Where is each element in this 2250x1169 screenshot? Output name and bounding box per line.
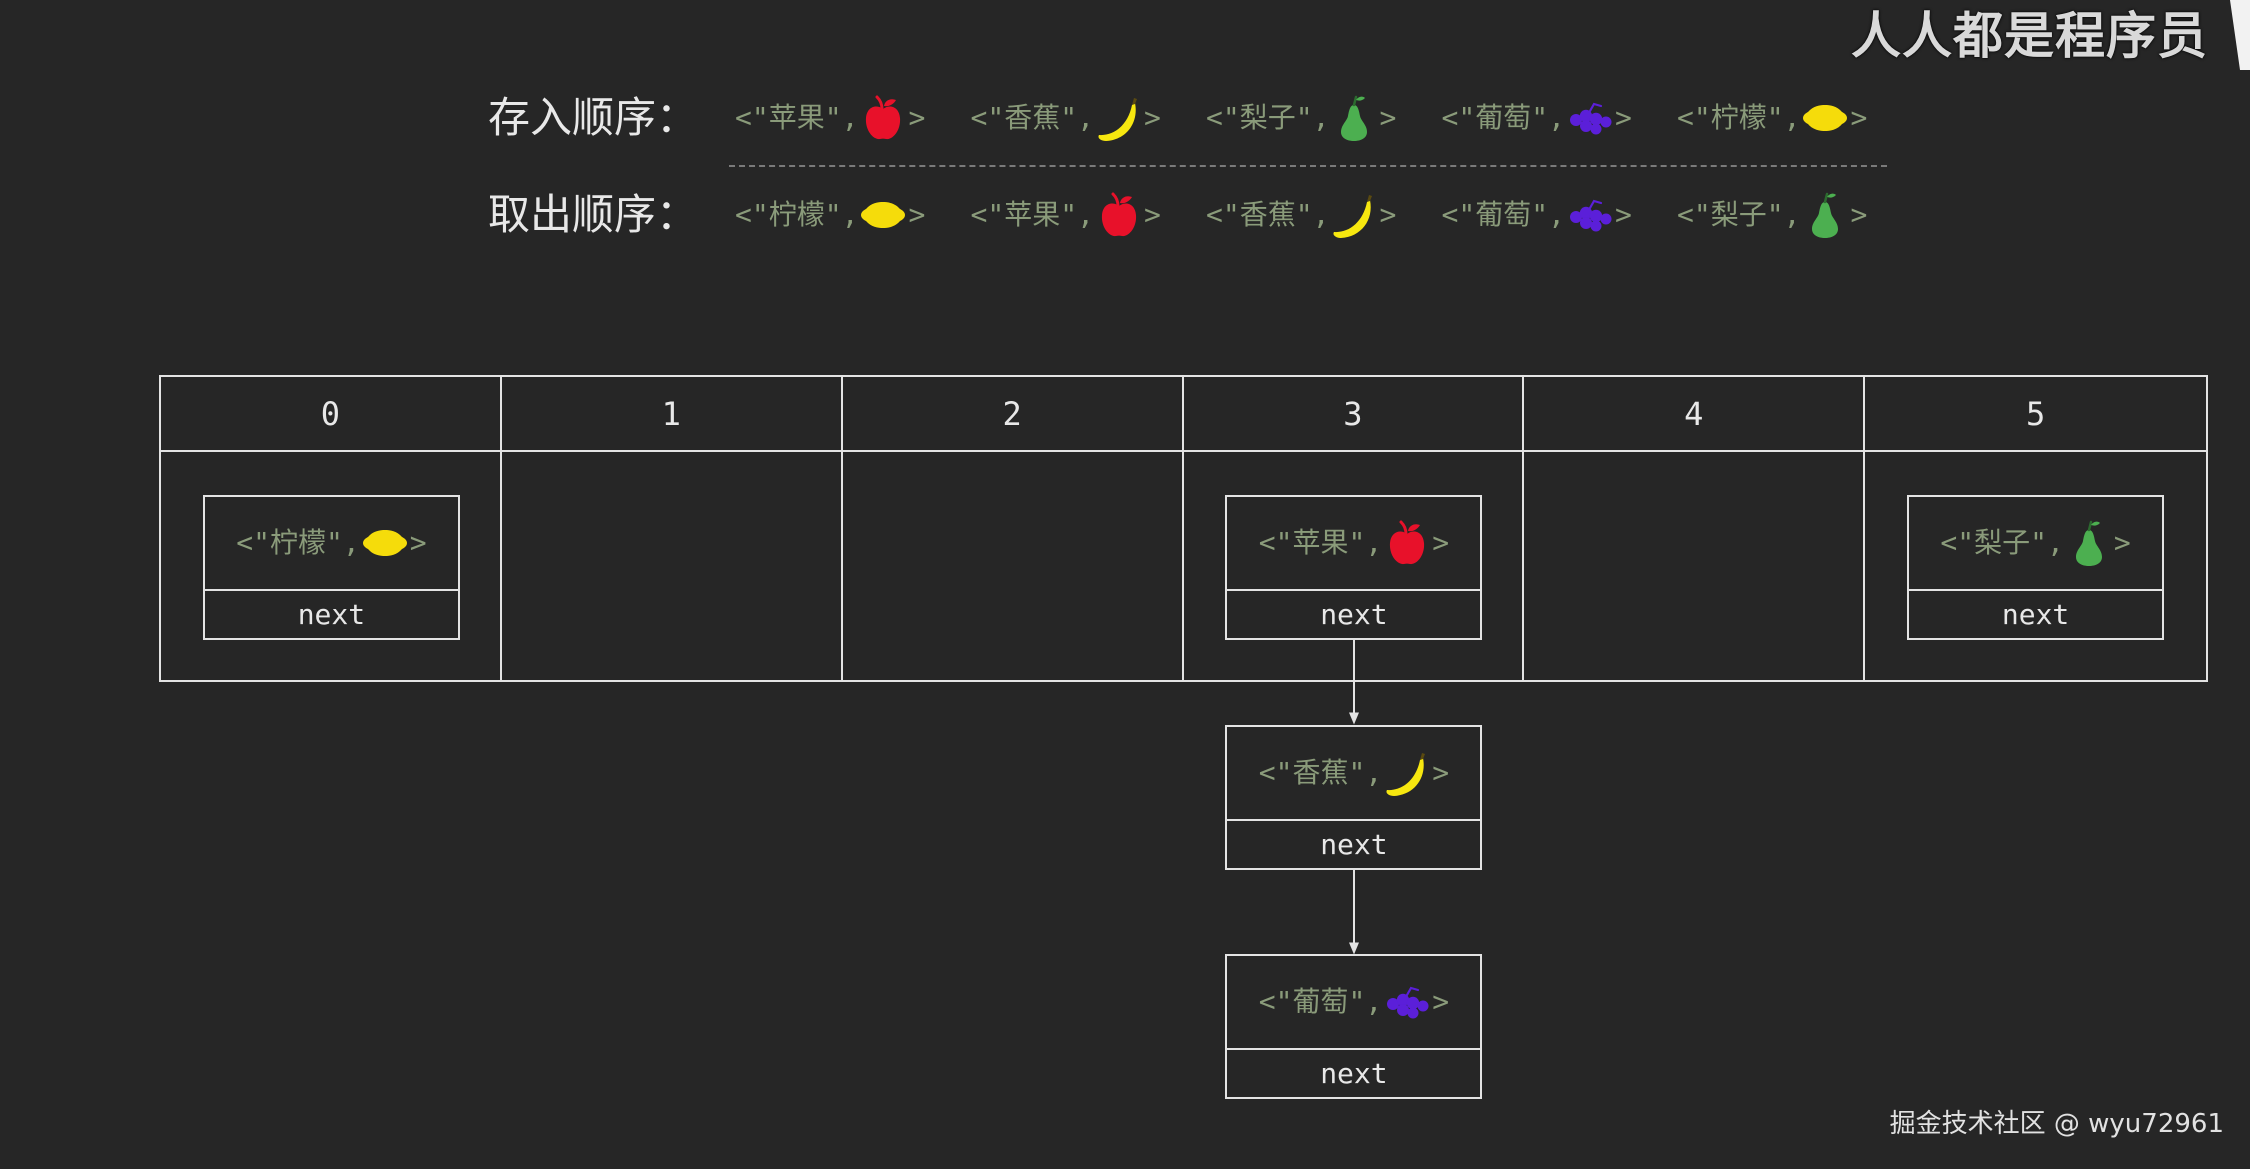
order-divider [729, 165, 1887, 167]
node-next-pointer: next [1320, 1057, 1388, 1090]
linked-node: <"香蕉", > next [1225, 724, 1483, 870]
entry-close-bracket: > [1432, 526, 1450, 559]
logo-fragment [2226, 0, 2250, 70]
entry-key-text: <"梨子", [1677, 198, 1801, 231]
entry-close-bracket: > [2113, 526, 2131, 559]
source-watermark: 掘金技术社区 @ wyu72961 [1889, 1109, 2224, 1139]
node-entry: <"葡萄", > [1227, 956, 1481, 1050]
entry-key-text: <"梨子", [1940, 526, 2064, 559]
bucket-slot [502, 452, 843, 680]
bucket-slot [843, 452, 1184, 680]
linked-node: <"梨子", > next [1907, 495, 2165, 640]
retrieve-order-entry-grapes: <"葡萄", > [1442, 190, 1632, 240]
entry-key-text: <"葡萄", [1258, 985, 1383, 1018]
retrieve-order-entry-apple: <"苹果", > [971, 190, 1161, 240]
entry-key-text: <"柠檬", [735, 198, 859, 231]
entry-close-bracket: > [1379, 101, 1397, 134]
entry-key-text: <"苹果", [735, 101, 859, 134]
linked-node: <"葡萄", > next [1225, 954, 1483, 1099]
channel-watermark: 人人都是程序员 [1851, 7, 2208, 65]
entry-key-text: <"柠檬", [236, 526, 360, 559]
entry-close-bracket: > [1143, 101, 1161, 134]
entry-key-text: <"柠檬", [1677, 101, 1801, 134]
retrieve-order-entry-pear: <"梨子", > [1677, 190, 1867, 240]
node-next-pointer: next [1320, 598, 1388, 631]
entry-close-bracket: > [1614, 198, 1632, 231]
entry-key-text: <"苹果", [970, 198, 1094, 231]
apple-icon [1094, 190, 1144, 240]
next-pointer-arrow [1346, 640, 1362, 725]
bucket-index-header: 4 [1524, 377, 1866, 452]
bucket-slot [161, 452, 502, 680]
lemon-icon [858, 190, 908, 240]
apple-icon [858, 93, 908, 143]
entry-close-bracket: > [1850, 101, 1868, 134]
node-next-pointer: next [1320, 827, 1388, 861]
linked-node: <"柠檬", > next [202, 495, 460, 640]
node-entry: <"香蕉", > [1227, 727, 1481, 821]
node-entry: <"梨子", > [1909, 497, 2163, 591]
entry-key-text: <"苹果", [1258, 526, 1383, 559]
entry-close-bracket: > [908, 198, 926, 231]
bucket-index-header: 0 [161, 377, 502, 452]
entry-close-bracket: > [908, 101, 926, 134]
insert-order-entry-pear: <"梨子", > [1206, 93, 1396, 143]
apple-icon [1382, 518, 1432, 568]
bucket-entry-apple: <"苹果", > [1259, 518, 1449, 568]
bucket-entry-grapes: <"葡萄", > [1259, 977, 1449, 1027]
bucket-entry-lemon: <"柠檬", > [236, 518, 426, 568]
insert-order-label: 存入顺序： [488, 93, 699, 142]
bucket-index-header: 2 [842, 377, 1184, 452]
insert-order-entry-lemon: <"柠檬", > [1677, 93, 1867, 143]
retrieve-order-entry-banana: <"香蕉", > [1206, 190, 1396, 240]
retrieve-order-label: 取出顺序： [488, 190, 699, 239]
entry-close-bracket: > [1379, 198, 1397, 231]
entry-close-bracket: > [1432, 755, 1450, 789]
entry-close-bracket: > [1850, 198, 1868, 231]
node-next-pointer: next [297, 598, 366, 631]
node-entry: <"苹果", > [1227, 497, 1481, 591]
bucket-slot [1524, 452, 1866, 680]
node-entry: <"柠檬", > [204, 497, 458, 591]
pear-icon [1800, 190, 1850, 240]
banana-icon [1094, 93, 1144, 143]
insert-order-entry-apple: <"苹果", > [735, 93, 925, 143]
grapes-icon [1382, 977, 1432, 1027]
entry-key-text: <"葡萄", [1441, 198, 1565, 231]
bucket-slot [1184, 452, 1525, 680]
bucket-entry-pear: <"梨子", > [1940, 518, 2131, 568]
lemon-icon [1800, 93, 1850, 143]
entry-key-text: <"葡萄", [1441, 101, 1565, 134]
next-pointer-arrow [1346, 869, 1362, 954]
entry-key-text: <"香蕉", [1258, 755, 1383, 789]
entry-close-bracket: > [1143, 198, 1161, 231]
grapes-icon [1565, 190, 1615, 240]
bucket-index-header: 5 [1865, 377, 2206, 452]
entry-key-text: <"香蕉", [1206, 198, 1330, 231]
node-next-pointer: next [2001, 598, 2070, 631]
entry-key-text: <"香蕉", [970, 101, 1094, 134]
bucket-index-header: 3 [1183, 377, 1525, 452]
entry-close-bracket: > [1432, 985, 1450, 1018]
retrieve-order-entry-lemon: <"柠檬", > [735, 190, 925, 240]
insert-order-entry-banana: <"香蕉", > [971, 93, 1161, 143]
bucket-index-header: 1 [501, 377, 843, 452]
lemon-icon [360, 518, 410, 568]
pear-icon [1329, 93, 1379, 143]
entry-close-bracket: > [409, 526, 427, 559]
insert-order-entry-grapes: <"葡萄", > [1442, 93, 1632, 143]
linked-node: <"苹果", > next [1225, 495, 1483, 640]
banana-icon [1329, 190, 1379, 240]
entry-close-bracket: > [1614, 101, 1632, 134]
pear-icon [2064, 518, 2114, 568]
entry-key-text: <"梨子", [1206, 101, 1330, 134]
banana-icon [1382, 748, 1432, 798]
bucket-entry-banana: <"香蕉", > [1259, 748, 1449, 798]
grapes-icon [1565, 93, 1615, 143]
